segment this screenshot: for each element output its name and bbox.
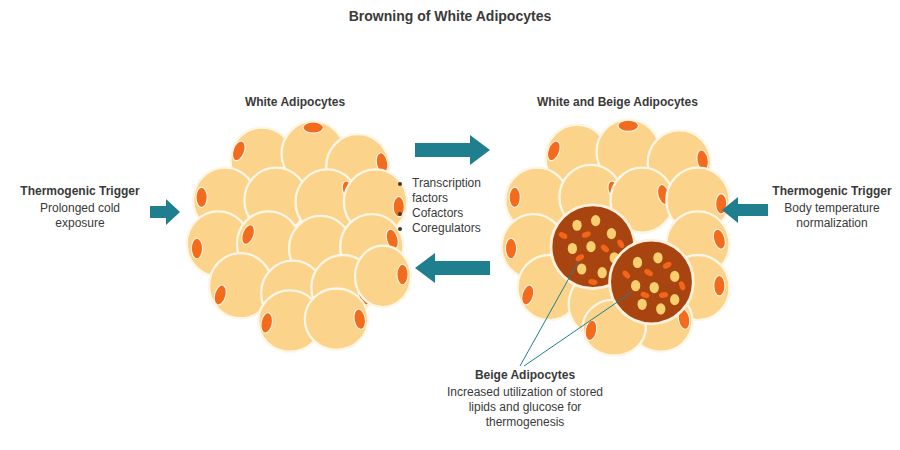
white-adipocytes-part <box>259 312 274 334</box>
trigger-text: Body temperature normalization <box>768 201 896 231</box>
white-and-beige-adipocytes-part <box>658 291 668 298</box>
white-adipocyte-cluster-art <box>175 95 415 353</box>
white-and-beige-adipocytes-part <box>568 243 577 254</box>
white-and-beige-adipocytes-part <box>650 282 659 293</box>
transition-arrow <box>415 135 490 165</box>
white-and-beige-adipocytes-part <box>638 299 647 310</box>
white-and-beige-adipocytes-part <box>584 319 599 341</box>
white-and-beige-adipocytes-part <box>598 267 607 278</box>
white-adipocytes-part <box>355 246 411 307</box>
regulator-item: Cofactors <box>412 206 490 221</box>
white-and-beige-adipocytes-part <box>610 240 694 324</box>
white-and-beige-adipocytes-part <box>633 257 642 268</box>
white-and-beige-adipocytes-part <box>640 291 651 299</box>
white-and-beige-adipocytes-part <box>581 230 592 238</box>
trigger-text: Prolonged cold exposure <box>25 201 135 231</box>
callout-text: Increased utilization of stored lipids a… <box>435 385 615 430</box>
transition-arrow <box>415 253 490 283</box>
white-and-beige-adipocytes-part <box>520 284 536 307</box>
white-and-beige-adipocytes-part <box>616 238 625 249</box>
white-and-beige-adipocytes <box>502 119 730 355</box>
white-adipocytes-part <box>397 264 408 284</box>
white-and-beige-adipocytes-part <box>711 228 727 251</box>
regulator-item: Transcription factors <box>412 176 490 206</box>
white-and-beige-adipocytes-part <box>643 268 654 277</box>
cluster-heading: White Adipocytes <box>175 95 415 109</box>
adipocyte-cluster: White and Beige Adipocytes <box>490 95 745 353</box>
white-and-beige-adipocytes-part <box>670 271 679 282</box>
white-adipocytes-part <box>239 223 256 246</box>
white-and-beige-adipocytes-part <box>662 260 673 269</box>
white-and-beige-adipocytes-part <box>505 238 516 258</box>
adipocyte-cluster: White Adipocytes <box>175 95 415 353</box>
trigger-arrow <box>150 199 180 225</box>
white-adipocytes-part <box>303 122 323 133</box>
regulator-list: Transcription factorsCofactorsCoregulato… <box>398 176 490 236</box>
white-and-beige-adipocytes-part <box>607 228 616 239</box>
white-and-beige-adipocytes-part <box>574 253 585 262</box>
white-and-beige-adipocytes-part <box>591 215 600 226</box>
mixed-adipocyte-cluster-art <box>490 95 745 353</box>
white-and-beige-adipocytes-part <box>678 280 686 291</box>
white-and-beige-adipocytes-part <box>631 280 640 291</box>
white-and-beige-adipocytes-part <box>577 263 586 274</box>
white-and-beige-adipocytes-part <box>653 252 662 263</box>
white-adipocytes-part <box>352 308 367 330</box>
white-and-beige-adipocytes-part <box>618 120 638 131</box>
white-and-beige-adipocytes-part <box>586 241 595 252</box>
cluster-heading: White and Beige Adipocytes <box>490 95 745 109</box>
white-and-beige-adipocytes-part <box>656 303 665 314</box>
white-and-beige-adipocytes-part <box>716 194 727 214</box>
white-and-beige-adipocytes-part <box>509 187 520 207</box>
white-adipocytes-part <box>196 187 207 207</box>
white-adipocytes-part <box>393 196 404 216</box>
trigger-heading: Thermogenic Trigger <box>5 184 155 199</box>
white-and-beige-adipocytes-part <box>572 220 581 231</box>
white-and-beige-adipocytes-part <box>588 278 598 285</box>
white-adipocytes-part <box>191 238 202 258</box>
white-and-beige-adipocytes-part <box>545 139 562 162</box>
regulator-item: Coregulators <box>412 221 490 236</box>
white-adipocytes-part <box>230 139 247 162</box>
white-adipocytes-part <box>305 288 368 349</box>
white-adipocytes <box>187 121 411 352</box>
callout-heading: Beige Adipocytes <box>425 368 625 383</box>
white-and-beige-adipocytes-part <box>600 243 611 253</box>
diagram-title: Browning of White Adipocytes <box>0 8 900 24</box>
white-and-beige-adipocytes-part <box>714 275 725 295</box>
white-and-beige-adipocytes-part <box>558 231 569 240</box>
white-adipocytes-part <box>212 284 228 307</box>
trigger-heading: Thermogenic Trigger <box>768 184 896 199</box>
white-and-beige-adipocytes-part <box>670 294 679 305</box>
white-and-beige-adipocytes-part <box>621 269 631 280</box>
